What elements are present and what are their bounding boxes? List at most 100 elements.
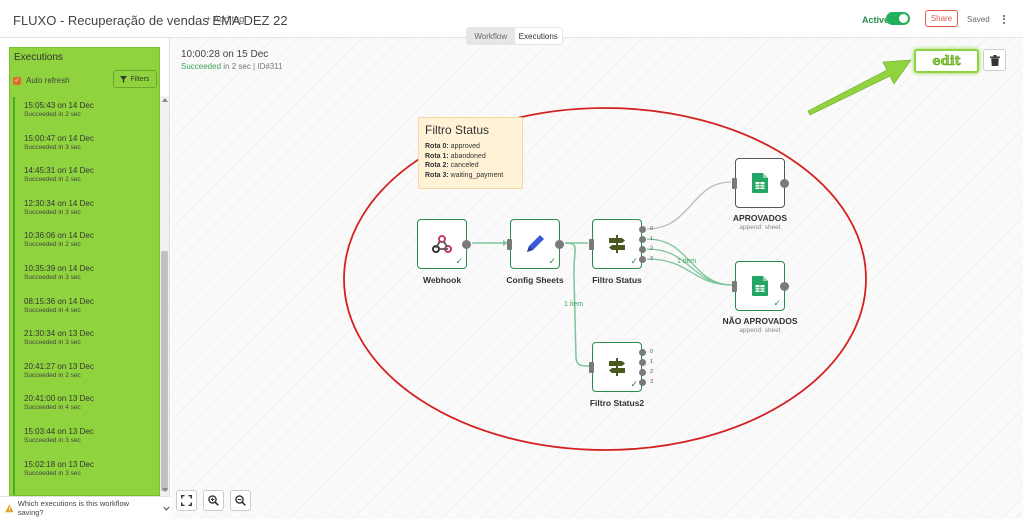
- port-number: 2: [650, 369, 654, 375]
- zoom-out-button[interactable]: [230, 490, 251, 511]
- output-port-2[interactable]: [639, 369, 646, 376]
- add-tag-link[interactable]: + Add tag: [206, 14, 245, 24]
- workflow-canvas[interactable]: 10:00:28 on 15 Dec Succeeded in 2 sec | …: [171, 38, 1023, 519]
- route-value: approved: [448, 143, 480, 150]
- execution-status: Succeeded in 3 sec: [24, 436, 81, 444]
- route-key: Rota 2:: [425, 162, 449, 169]
- sticky-note[interactable]: Filtro Status Rota 0: approved Rota 1: a…: [418, 117, 523, 189]
- node-label-nao-aprovados: NÃO APROVADOS: [722, 316, 798, 326]
- input-handle[interactable]: [589, 239, 594, 250]
- output-port-0[interactable]: [639, 226, 646, 233]
- fit-view-button[interactable]: [176, 490, 197, 511]
- saving-question[interactable]: Which executions is this workflow saving…: [0, 496, 170, 519]
- port-number: 3: [650, 256, 654, 262]
- node-filtro-status[interactable]: 0 1 2 3 ✓: [589, 219, 653, 269]
- output-handle[interactable]: [780, 179, 789, 188]
- execution-time: 12:30:34 on 14 Dec: [24, 198, 94, 208]
- connection-item-count: 1 item: [677, 258, 697, 265]
- tab-executions[interactable]: Executions: [514, 28, 562, 44]
- filters-button[interactable]: Filters: [113, 70, 157, 88]
- execution-time: 08:15:36 on 14 Dec: [24, 296, 94, 306]
- more-vertical-icon[interactable]: [1001, 13, 1007, 25]
- node-aprovados[interactable]: [732, 158, 789, 208]
- zoom-out-icon: [235, 495, 246, 506]
- scroll-down-icon[interactable]: [162, 488, 168, 492]
- node-nao-aprovados[interactable]: ✓: [732, 261, 789, 311]
- output-port-1[interactable]: [639, 236, 646, 243]
- output-port-0[interactable]: [639, 349, 646, 356]
- active-toggle[interactable]: [886, 12, 910, 25]
- route-key: Rota 0:: [425, 143, 449, 150]
- input-handle[interactable]: [507, 239, 512, 250]
- zoom-in-button[interactable]: [203, 490, 224, 511]
- edit-button[interactable]: edit: [914, 49, 979, 73]
- active-label: Active: [862, 15, 890, 25]
- filter-icon: [120, 75, 128, 83]
- scroll-up-icon[interactable]: [162, 98, 168, 102]
- execution-time: 15:05:43 on 14 Dec: [24, 101, 94, 110]
- output-port-3[interactable]: [639, 379, 646, 386]
- execution-duration-id: in 2 sec | ID#311: [221, 62, 283, 71]
- output-port-2[interactable]: [639, 246, 646, 253]
- scrollbar-thumb[interactable]: [161, 251, 168, 491]
- sticky-note-title: Filtro Status: [425, 123, 490, 137]
- filters-label: Filters: [130, 75, 150, 83]
- execution-summary: Succeeded in 2 sec | ID#311: [181, 62, 283, 71]
- execution-time: 10:36:06 on 14 Dec: [24, 231, 94, 241]
- workflow-title[interactable]: FLUXO - Recuperação de vendas EMA DEZ 22: [13, 13, 288, 28]
- google-sheets-icon: [752, 173, 768, 193]
- execution-time: 10:35:39 on 14 Dec: [24, 263, 94, 273]
- output-handle[interactable]: [780, 282, 789, 291]
- sticky-note-line: Rota 2: canceled: [425, 161, 516, 171]
- success-check-icon: ✓: [630, 379, 638, 389]
- port-number: 3: [650, 379, 654, 385]
- sticky-note-line: Rota 0: approved: [425, 142, 516, 152]
- execution-status: Succeeded in 2 sec: [24, 176, 81, 184]
- sticky-note-line: Rota 1: abandoned: [425, 152, 516, 162]
- auto-refresh[interactable]: ✓ Auto refresh: [13, 76, 70, 85]
- node-config-sheets[interactable]: ✓: [507, 219, 564, 269]
- input-handle[interactable]: [589, 362, 594, 373]
- tab-workflow[interactable]: Workflow: [474, 31, 508, 41]
- delete-button[interactable]: [983, 49, 1006, 71]
- execution-status-word: Succeeded: [181, 62, 222, 71]
- node-webhook[interactable]: ✓: [417, 219, 471, 269]
- input-handle[interactable]: [732, 178, 737, 189]
- output-port-3[interactable]: [639, 256, 646, 263]
- saving-question-text: Which executions is this workflow saving…: [17, 499, 130, 517]
- execution-date: 10:00:28 on 15 Dec: [181, 49, 269, 60]
- node-filtro-status2[interactable]: 0 1 2 3 ✓: [589, 342, 653, 392]
- share-button[interactable]: Share: [925, 10, 958, 27]
- connection-item-count: 1 item: [564, 301, 584, 308]
- execution-status: Succeeded in 3 sec: [24, 469, 81, 477]
- execution-status: Succeeded in 3 sec: [24, 273, 81, 281]
- pencil-icon: [527, 235, 544, 252]
- execution-status: Succeeded in 2 sec: [24, 111, 81, 118]
- input-handle[interactable]: [732, 281, 737, 292]
- node-label-aprovados: APROVADOS: [732, 213, 788, 223]
- success-check-icon: ✓: [773, 298, 781, 308]
- output-handle[interactable]: [555, 240, 564, 249]
- execution-time: 14:45:31 on 14 Dec: [24, 166, 94, 176]
- warning-icon: [5, 504, 14, 512]
- auto-refresh-checkbox[interactable]: ✓: [13, 76, 21, 85]
- route-key: Rota 3:: [425, 171, 449, 179]
- output-handle[interactable]: [462, 240, 471, 249]
- node-label-config-sheets: Config Sheets: [506, 275, 564, 285]
- executions-highlight: Executions ✓ Auto refresh Filters 15:05:…: [9, 47, 160, 496]
- saved-status: Saved: [967, 15, 990, 24]
- output-port-1[interactable]: [639, 359, 646, 366]
